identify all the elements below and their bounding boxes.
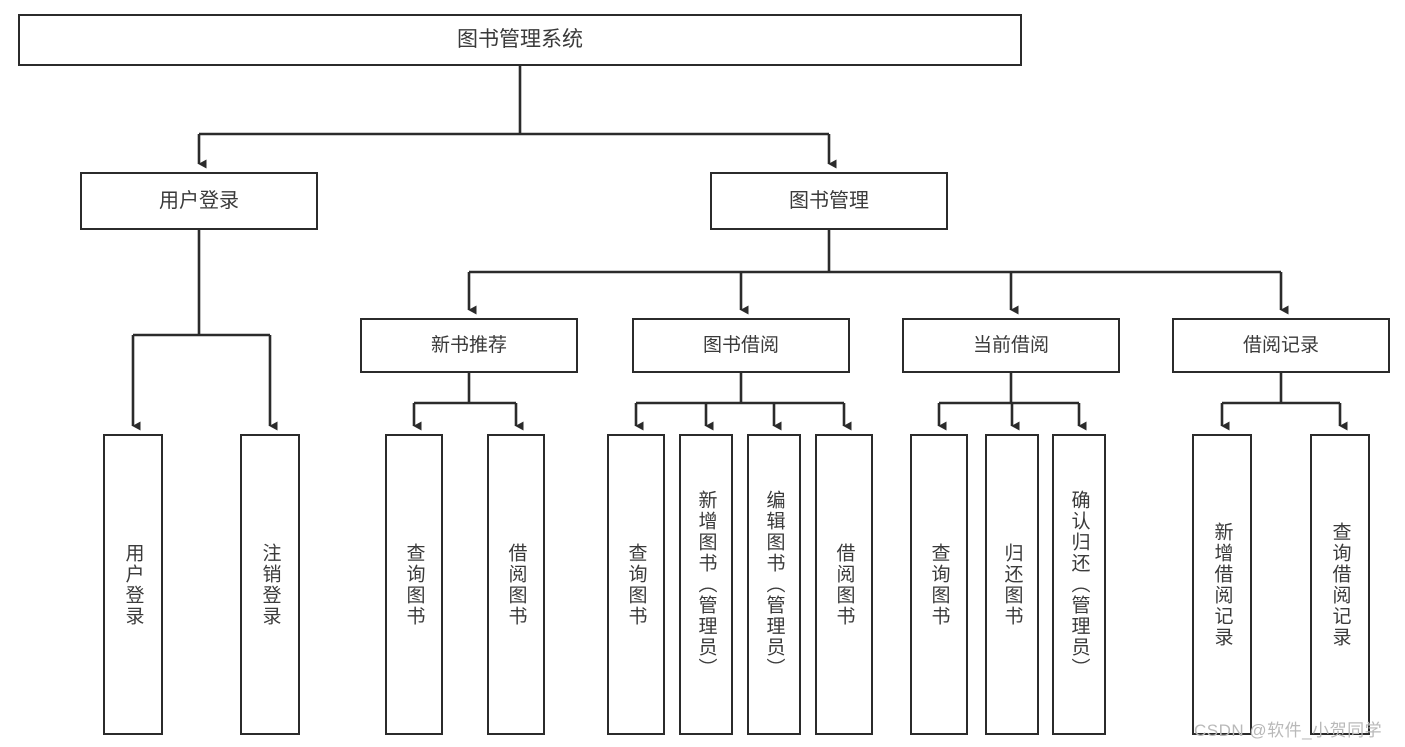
node-leaf-cb-return-book[interactable]: 归还图书 xyxy=(985,434,1039,735)
node-leaf-bb-add-book-label: 新增图书（管理员） xyxy=(695,490,717,679)
node-leaf-nb-borrow-book[interactable]: 借阅图书 xyxy=(487,434,545,735)
node-leaf-cb-query-book[interactable]: 查询图书 xyxy=(910,434,968,735)
node-leaf-br-query-record[interactable]: 查询借阅记录 xyxy=(1310,434,1370,735)
node-book-borrow-label: 图书借阅 xyxy=(702,334,779,356)
node-root-book-management-system[interactable]: 图书管理系统 xyxy=(18,14,1022,66)
node-borrow-record-label: 借阅记录 xyxy=(1242,334,1319,356)
node-book-borrow[interactable]: 图书借阅 xyxy=(632,318,850,373)
node-user-login[interactable]: 用户登录 xyxy=(80,172,318,230)
node-current-borrow-label: 当前借阅 xyxy=(972,334,1049,356)
node-leaf-user-logout-label: 注销登录 xyxy=(259,542,281,627)
node-leaf-cb-confirm-return[interactable]: 确认归还（管理员） xyxy=(1052,434,1106,735)
node-leaf-cb-return-book-label: 归还图书 xyxy=(1001,542,1023,627)
node-leaf-nb-query-book-label: 查询图书 xyxy=(403,542,425,627)
node-leaf-cb-confirm-return-label: 确认归还（管理员） xyxy=(1068,490,1090,679)
node-leaf-br-add-record[interactable]: 新增借阅记录 xyxy=(1192,434,1252,735)
node-leaf-nb-borrow-book-label: 借阅图书 xyxy=(505,542,527,627)
node-root-label: 图书管理系统 xyxy=(457,27,583,51)
node-leaf-user-logout[interactable]: 注销登录 xyxy=(240,434,300,735)
node-leaf-bb-query-book-label: 查询图书 xyxy=(625,542,647,627)
node-current-borrow[interactable]: 当前借阅 xyxy=(902,318,1120,373)
node-leaf-bb-edit-book-label: 编辑图书（管理员） xyxy=(763,490,785,679)
node-leaf-bb-query-book[interactable]: 查询图书 xyxy=(607,434,665,735)
csdn-watermark: CSDN @软件_小贺同学 xyxy=(1194,721,1383,740)
node-leaf-user-login-label: 用户登录 xyxy=(122,542,144,627)
node-leaf-user-login[interactable]: 用户登录 xyxy=(103,434,163,735)
node-leaf-br-add-record-label: 新增借阅记录 xyxy=(1211,521,1233,648)
node-new-book-recommend-label: 新书推荐 xyxy=(430,334,507,356)
node-book-manage[interactable]: 图书管理 xyxy=(710,172,948,230)
node-leaf-nb-query-book[interactable]: 查询图书 xyxy=(385,434,443,735)
node-leaf-bb-borrow-book[interactable]: 借阅图书 xyxy=(815,434,873,735)
node-leaf-br-query-record-label: 查询借阅记录 xyxy=(1329,521,1351,648)
node-leaf-cb-query-book-label: 查询图书 xyxy=(928,542,950,627)
node-leaf-bb-edit-book[interactable]: 编辑图书（管理员） xyxy=(747,434,801,735)
node-book-manage-label: 图书管理 xyxy=(789,189,869,212)
node-user-login-label: 用户登录 xyxy=(159,189,239,212)
node-new-book-recommend[interactable]: 新书推荐 xyxy=(360,318,578,373)
node-leaf-bb-borrow-book-label: 借阅图书 xyxy=(833,542,855,627)
node-leaf-bb-add-book[interactable]: 新增图书（管理员） xyxy=(679,434,733,735)
node-borrow-record[interactable]: 借阅记录 xyxy=(1172,318,1390,373)
